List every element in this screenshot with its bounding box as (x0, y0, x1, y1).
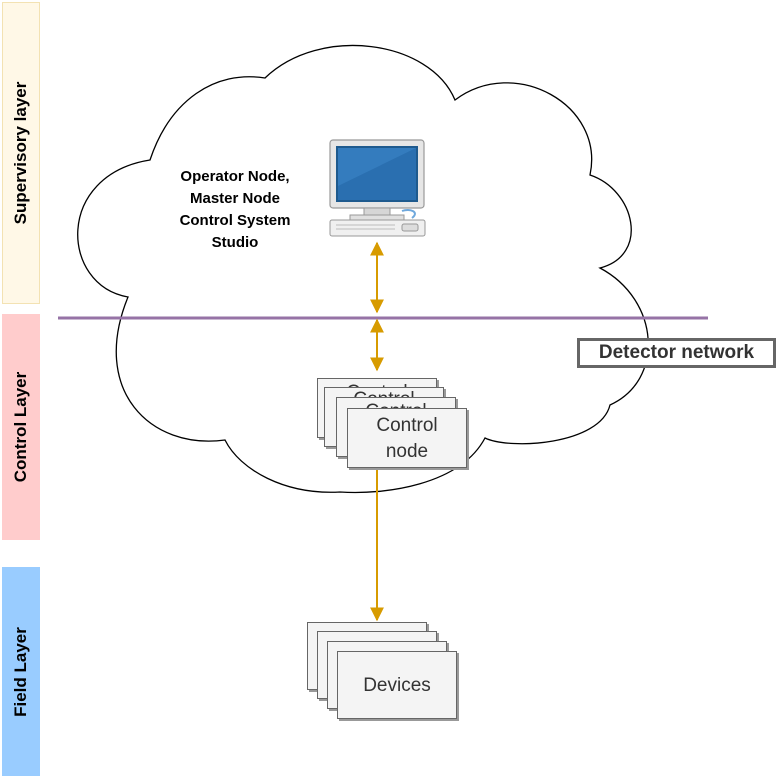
device-card-front: Devices (337, 651, 457, 719)
detector-network-label: Detector network (577, 338, 776, 368)
supervisory-layer-band: Supervisory layer (2, 2, 40, 304)
control-node-card-front: Control node (347, 408, 467, 468)
operator-node-line-3: Control System (179, 212, 291, 229)
operator-node-line-1: Operator Node, (180, 168, 290, 185)
control-node-label-line-1: Control (376, 415, 438, 436)
operator-node-line-2: Master Node (189, 190, 281, 207)
control-layer-band: Control Layer (2, 314, 40, 540)
network-cloud (77, 44, 649, 494)
field-layer-band: Field Layer (2, 567, 40, 776)
operator-node-line-4: Studio (211, 234, 259, 251)
devices-label: Devices (363, 675, 431, 696)
operator-node-label: Operator Node, Master Node Control Syste… (160, 166, 310, 254)
control-node-label-line-2: node (385, 441, 429, 462)
desktop-computer-icon (329, 139, 426, 237)
